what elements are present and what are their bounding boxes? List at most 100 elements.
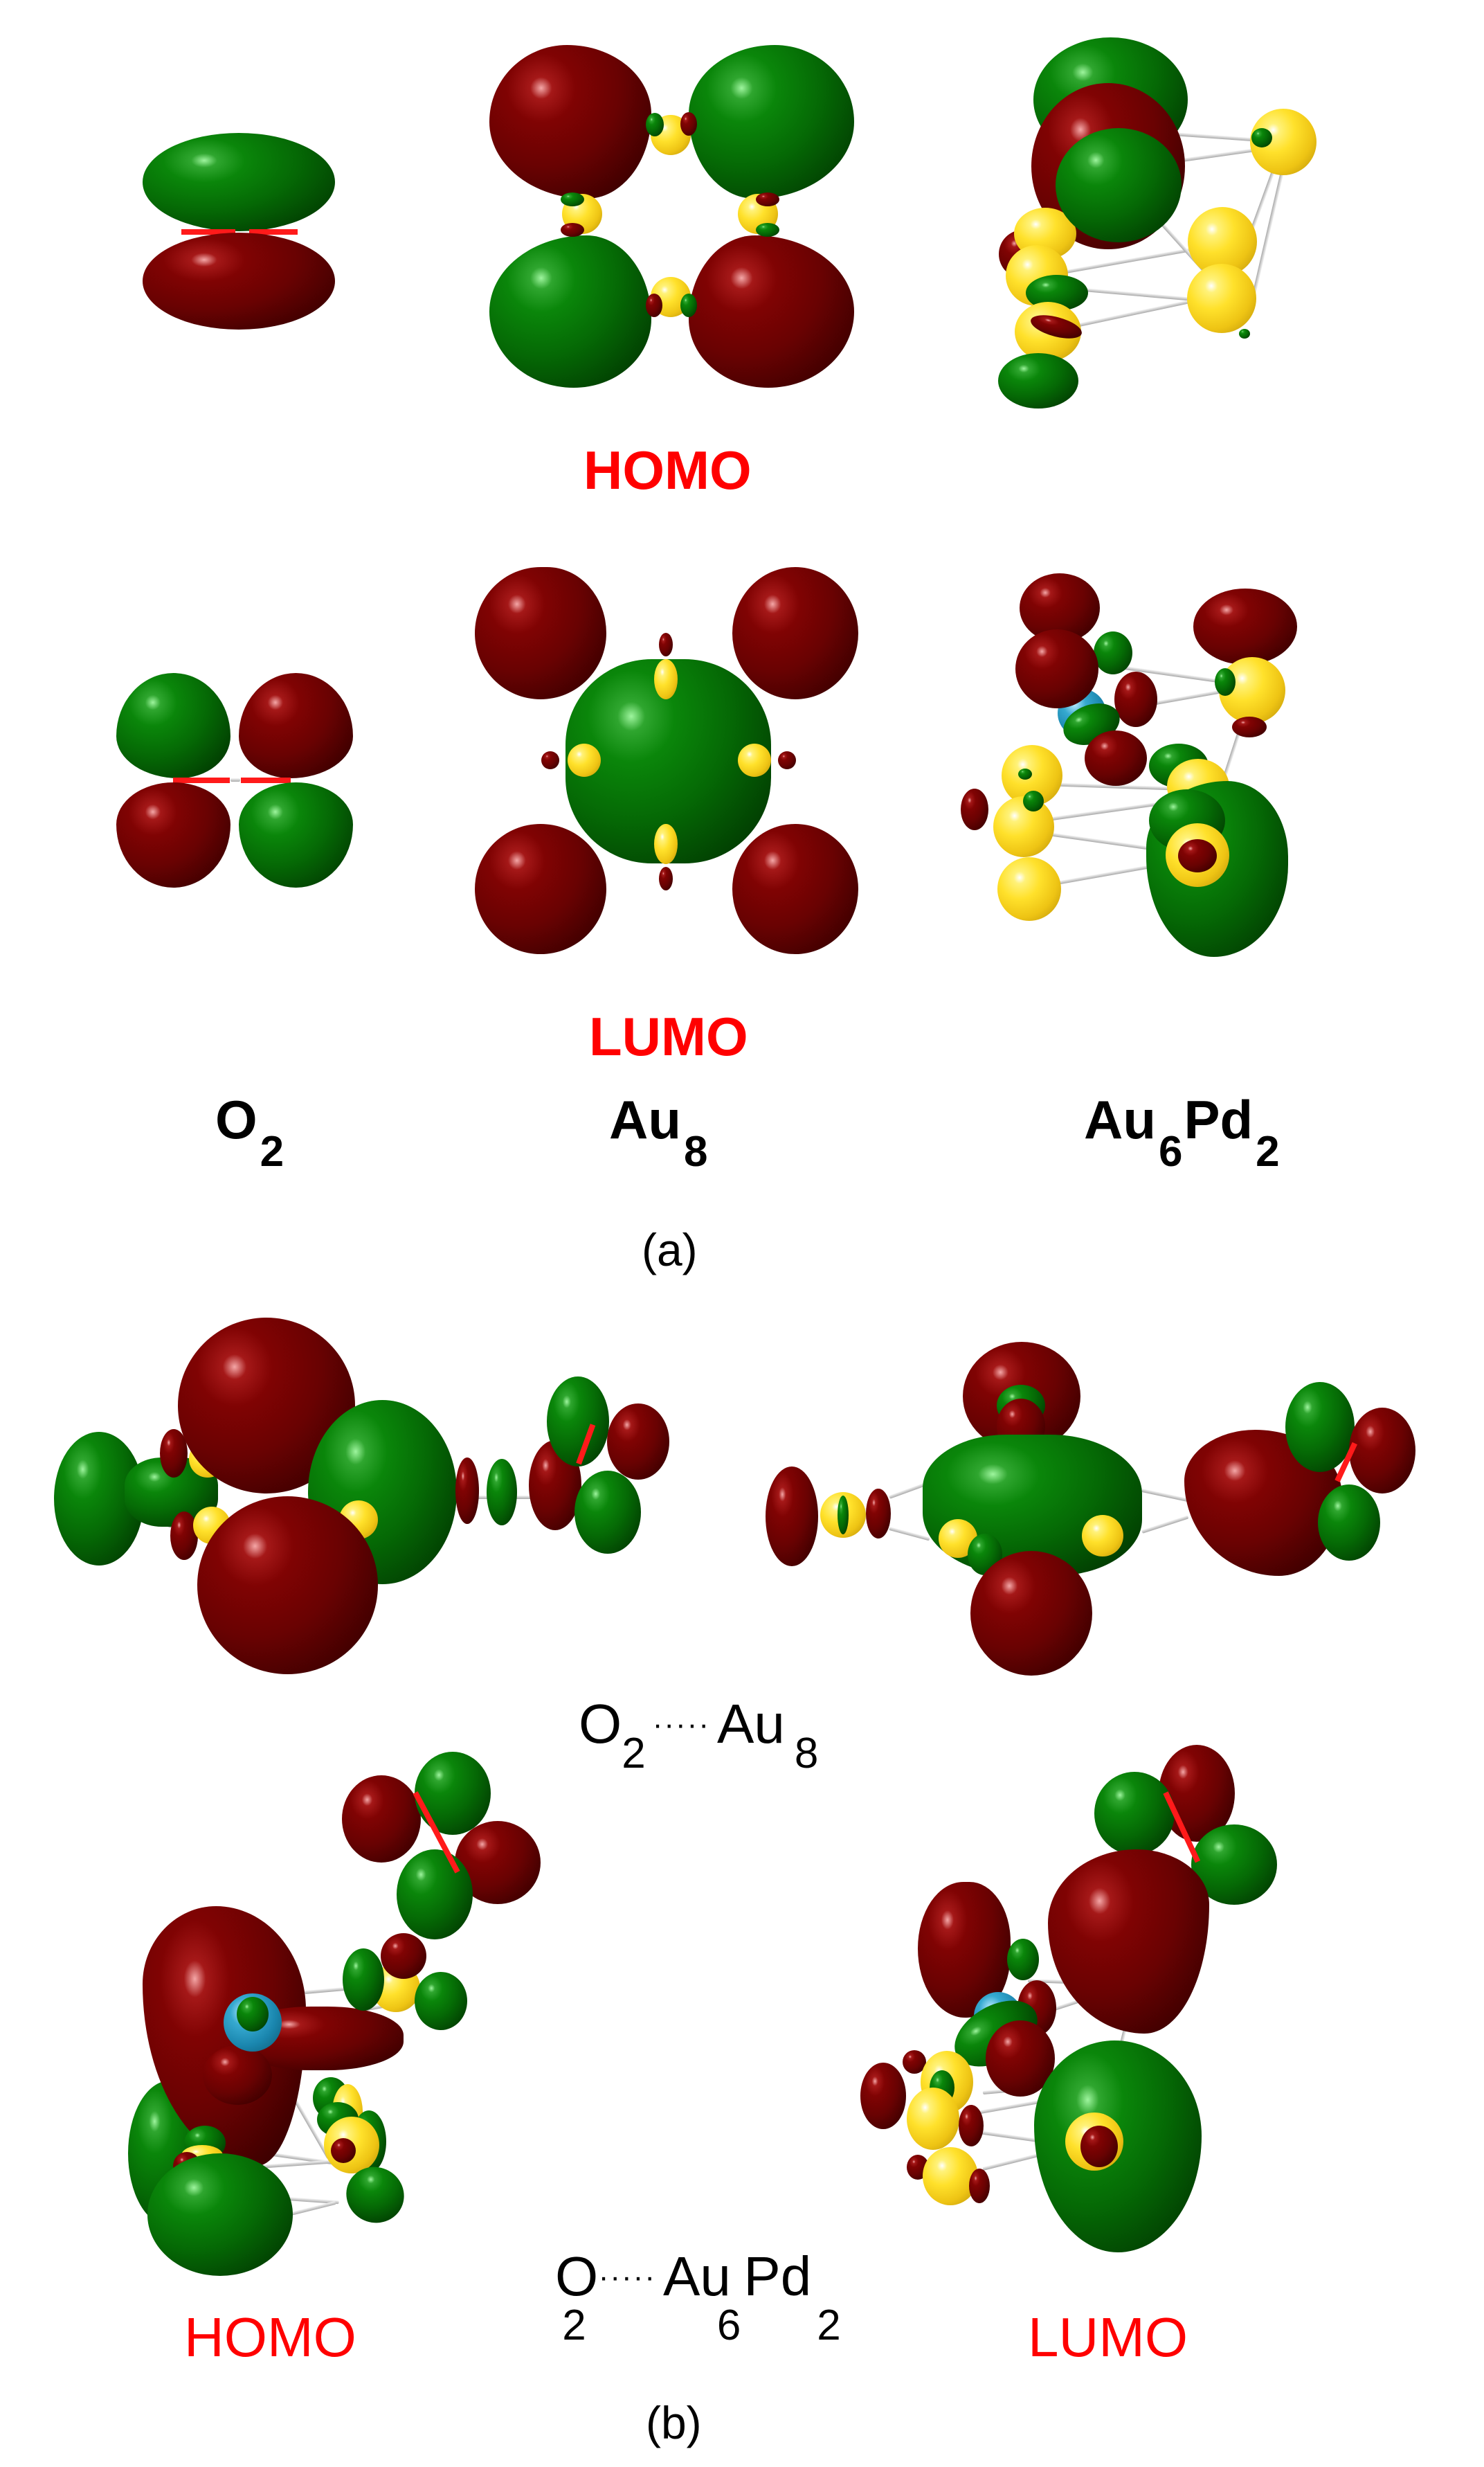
lumo-label: LUMO: [589, 1006, 748, 1067]
positive-lobe: [415, 1972, 467, 2030]
negative-lobe: [160, 1429, 188, 1478]
positive-lobe: [343, 1948, 384, 2011]
positive-lobe: [1007, 1939, 1039, 1980]
negative-lobe: [561, 223, 584, 237]
oxygen-bond: [249, 229, 298, 235]
gold-atom: [738, 744, 771, 777]
formula-subscript: 8: [683, 1128, 708, 1176]
interaction-dots: ·····: [598, 2260, 656, 2294]
positive-lobe: [1318, 1484, 1380, 1561]
gold-atom: [1082, 1515, 1123, 1557]
formula-main: Au: [716, 1693, 785, 1755]
positive-lobe: [397, 1849, 473, 1939]
negative-lobe: [860, 2063, 906, 2129]
negative-lobe: [646, 294, 662, 317]
au6pd2-formula: Au6Pd2: [1084, 1093, 1280, 1174]
panel-b-caption: (b): [646, 2397, 702, 2448]
bond: [1141, 1489, 1190, 1502]
negative-lobe: [1232, 717, 1267, 737]
gold-atom: [993, 796, 1054, 857]
gold-atom: [654, 659, 678, 699]
au8-formula: Au8: [609, 1093, 707, 1174]
negative-lobe: [239, 673, 353, 778]
formula-main: Au: [1084, 1089, 1156, 1150]
positive-lobe: [1018, 769, 1032, 780]
positive-lobe: [1251, 128, 1272, 147]
gold-atom: [997, 857, 1061, 921]
negative-lobe: [1015, 629, 1098, 708]
positive-lobe: [237, 1997, 269, 2031]
negative-lobe: [197, 1496, 378, 1674]
gold-atom: [923, 2147, 978, 2205]
positive-lobe: [547, 1376, 609, 1466]
formula-main: O: [215, 1089, 257, 1150]
bond: [1141, 1515, 1189, 1534]
oxygen-bond: [173, 778, 230, 783]
gold-atom: [568, 744, 601, 777]
positive-lobe: [574, 1471, 641, 1554]
formula-main: Pd: [743, 2245, 812, 2307]
negative-lobe: [1085, 730, 1147, 786]
negative-lobe: [541, 751, 559, 769]
positive-lobe: [415, 1752, 491, 1835]
negative-lobe: [381, 1933, 426, 1979]
o2-formula: O2: [215, 1093, 284, 1174]
negative-lobe: [1114, 672, 1157, 727]
positive-lobe: [1094, 1772, 1175, 1855]
formula-subscript: 2: [260, 1128, 284, 1176]
negative-lobe: [475, 824, 606, 954]
negative-lobe: [455, 1457, 479, 1524]
negative-lobe: [489, 45, 651, 199]
positive-lobe: [756, 223, 779, 237]
gold-atom: [1187, 264, 1256, 333]
positive-lobe: [646, 113, 664, 136]
positive-lobe: [147, 2153, 293, 2276]
negative-lobe: [680, 112, 697, 136]
positive-lobe: [680, 294, 697, 317]
positive-lobe: [487, 1459, 517, 1525]
negative-lobe: [659, 867, 673, 890]
negative-lobe: [203, 2045, 272, 2105]
lumo-label: LUMO: [1028, 2306, 1188, 2368]
formula-subscript: 2: [622, 1730, 646, 1777]
formula-main: Au: [662, 2245, 731, 2307]
positive-lobe: [1239, 329, 1250, 339]
positive-lobe: [489, 235, 651, 388]
homo-label: HOMO: [583, 440, 752, 501]
positive-lobe: [1023, 791, 1044, 811]
positive-lobe: [1094, 631, 1132, 674]
negative-lobe: [1178, 839, 1217, 872]
negative-lobe: [475, 567, 606, 699]
negative-lobe: [1349, 1408, 1415, 1493]
positive-lobe: [998, 353, 1078, 409]
formula-subscript: 6: [716, 2302, 741, 2349]
negative-lobe: [970, 1551, 1092, 1676]
gold-atom: [907, 2088, 959, 2150]
negative-lobe: [689, 235, 854, 388]
negative-lobe: [331, 2138, 356, 2163]
formula-main: Pd: [1184, 1089, 1254, 1150]
negative-lobe: [143, 233, 335, 330]
positive-lobe: [689, 45, 854, 199]
gold-atom: [654, 824, 678, 864]
formula-subscript: 8: [794, 1730, 819, 1777]
formula-subscript: 2: [1256, 1128, 1280, 1176]
positive-lobe: [1215, 668, 1236, 696]
positive-lobe: [561, 192, 584, 206]
bond: [972, 2099, 1041, 2115]
positive-lobe: [239, 782, 353, 888]
negative-lobe: [659, 633, 673, 656]
positive-lobe: [116, 673, 230, 778]
negative-lobe: [959, 2105, 984, 2146]
formula-main: O: [555, 2245, 599, 2307]
formula-subscript: 6: [1158, 1128, 1183, 1176]
negative-lobe: [961, 789, 988, 830]
positive-lobe: [1056, 128, 1182, 242]
negative-lobe: [756, 192, 779, 206]
negative-lobe: [732, 567, 858, 699]
negative-lobe: [1080, 2126, 1118, 2167]
bond: [230, 778, 240, 782]
negative-lobe: [969, 2169, 990, 2203]
